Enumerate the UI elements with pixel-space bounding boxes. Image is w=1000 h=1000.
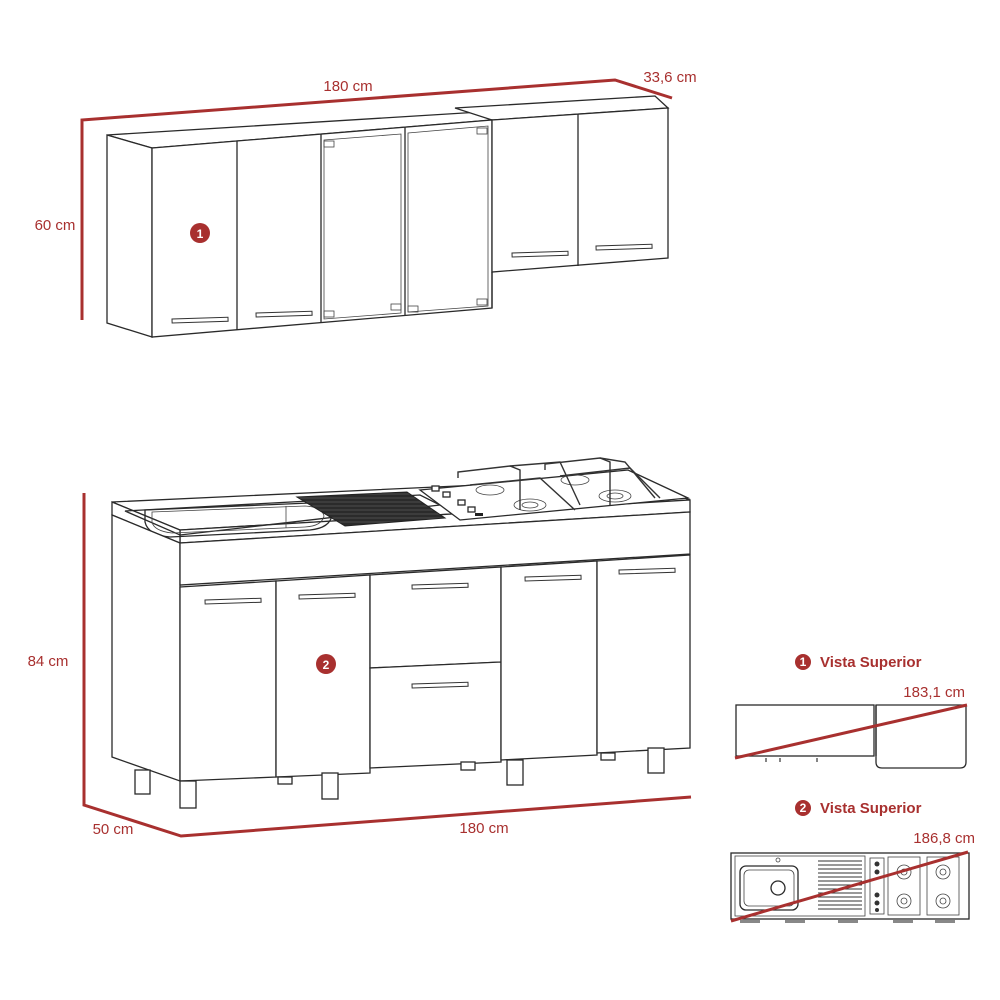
lower-width-label: 180 cm: [459, 820, 508, 837]
top-view-1-diagonal-label: 183,1 cm: [903, 684, 965, 701]
lower-height-label: 84 cm: [28, 653, 69, 670]
lower-depth-label: 50 cm: [93, 821, 134, 838]
top-view-1: 1 Vista Superior 183,1 cm: [734, 654, 968, 769]
upper-height-label: 60 cm: [35, 217, 76, 234]
top-view-2-diagonal-label: 186,8 cm: [913, 830, 975, 847]
badge-1-label: 1: [197, 227, 204, 241]
upper-width-label: 180 cm: [323, 78, 372, 95]
lower-dimensions: 84 cm 50 cm 180 cm: [28, 493, 692, 838]
badge-2-label: 2: [323, 658, 330, 672]
lower-cabinet: 2: [111, 457, 691, 809]
top-view-2-badge: 2: [800, 801, 807, 815]
top-view-1-title: Vista Superior: [820, 654, 922, 671]
upper-cabinet: 1: [106, 95, 670, 338]
badge-2: [316, 654, 336, 674]
top-view-2: 2 Vista Superior 186,8 cm: [730, 800, 975, 923]
upper-dimensions: 180 cm 33,6 cm 60 cm: [35, 69, 697, 320]
upper-depth-label: 33,6 cm: [643, 69, 696, 86]
top-view-1-badge: 1: [800, 655, 807, 669]
badge-1: [190, 223, 210, 243]
top-view-2-title: Vista Superior: [820, 800, 922, 817]
